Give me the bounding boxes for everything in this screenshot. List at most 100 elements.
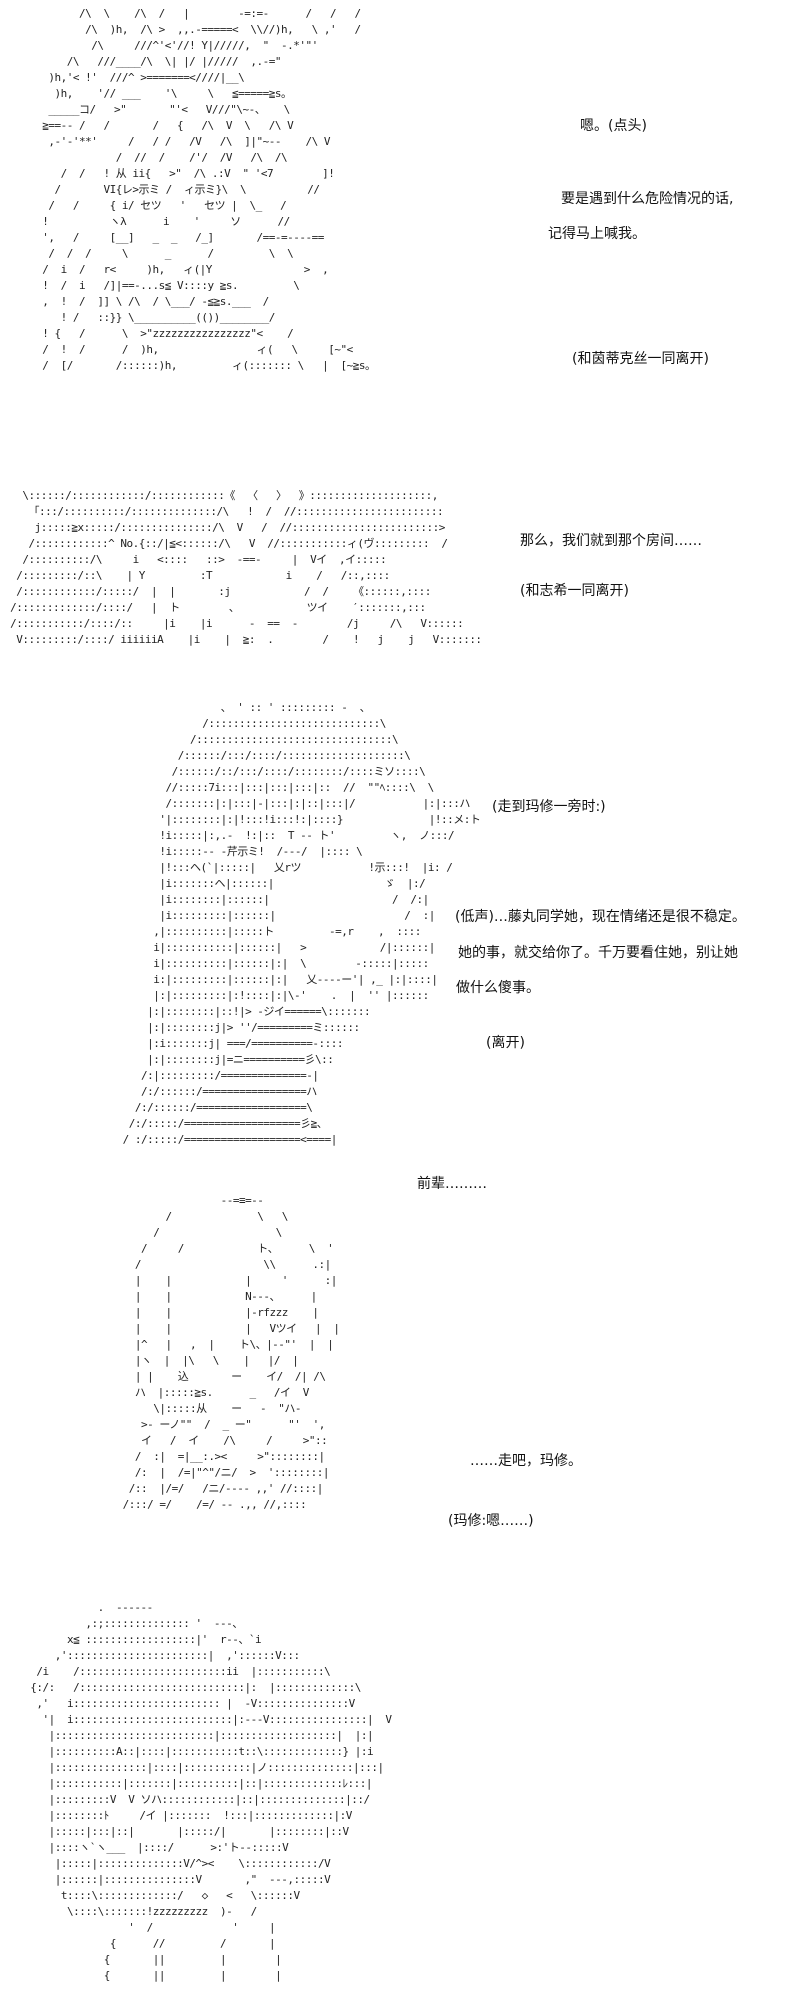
ascii-art-line: / i / r< )h, ィ(|Y > , — [30, 263, 329, 276]
dialogue-senpai: 前辈……… — [417, 1176, 487, 1192]
dialogue-whisper-line1: (低声)…藤丸同学她，现在情绪还是很不稳定。 — [455, 909, 746, 925]
ascii-art-line: /:::::::|:|:::|-|:::|:|::|:::|/ |:|:::ハ — [92, 797, 470, 810]
ascii-art-line: /:/::::::/=================ハ — [92, 1085, 317, 1098]
dialogue-mashu-reply: (玛修:嗯……) — [448, 1513, 534, 1529]
ascii-art-line: { // / | — [18, 1937, 276, 1950]
stage-direction-approach: (走到玛修一旁时:) — [492, 799, 606, 815]
ascii-art-panel-back: . ------ ,:;:::::::::::::: ' ---、 x≦ :::… — [18, 1600, 392, 1984]
ascii-art-line: ,:;:::::::::::::: ' ---、 — [18, 1617, 243, 1630]
ascii-art-line: イ / イ /\ / >":: — [92, 1434, 328, 1447]
ascii-art-line: / :| =|__:.>< >"::::::::| — [92, 1450, 325, 1463]
ascii-art-line: |:|:::::::::|:!::::|:|\-' . | '' |:::::: — [92, 989, 429, 1002]
ascii-art-line: ≧==-- / / / { /\ V \ /\ V — [30, 119, 294, 132]
ascii-art-line: >- ーノ"" / _ ー" "' ', — [92, 1418, 325, 1431]
ascii-art-line: '| i::::::::::::::::::::::::::|:---V::::… — [18, 1713, 392, 1726]
ascii-art-panel-hero: /\ \ /\ / | -=:=- / / / /\ )h, /\ > ,,.-… — [30, 6, 376, 374]
ascii-art-line: |::::::::::A::|::::|:::::::::::t::\:::::… — [18, 1745, 374, 1758]
ascii-art-line: |:::::|::::::::::::::V/^>< \::::::::::::… — [18, 1857, 331, 1870]
ascii-art-line: _____コ/ >" "'< V///"\~-、 \ — [30, 103, 290, 116]
ascii-art-line: {:/: /:::::::::::::::::::::::::::|: |:::… — [18, 1681, 361, 1694]
ascii-art-line: /\ )h, /\ > ,,.-=====< \\//)h, \ ,' / — [30, 23, 361, 36]
ascii-art-line: \::::::/::::::::::::/::::::::::::《 〈 〉 》… — [4, 489, 438, 502]
ascii-art-line: | | 込 ー イ/ /| /\ — [92, 1370, 326, 1383]
ascii-art-panel-mashu: --=≡=-- / \ \ / \ / / ト、 \ ' / \\ .:| | … — [92, 1193, 340, 1513]
dialogue-whisper-line3: 做什么傻事。 — [456, 980, 540, 996]
ascii-art-line: /::::::/::/:::/::::/::::::::/::::ミソ::::\ — [92, 765, 426, 778]
ascii-art-line: /:::::::::/::\ | Y :T i / /::,:::: — [4, 569, 390, 582]
ascii-art-line: ,-'-'**' / / / /V /\ ]|"~-- /\ V — [30, 135, 331, 148]
ascii-art-line: |:::::::::::::::|::::|:::::::::::|ノ:::::… — [18, 1761, 385, 1774]
ascii-art-line: /:/:::::/===================彡≧、 — [92, 1117, 328, 1130]
ascii-art-line: |:i:::::::j| ===/==========-:::: — [92, 1037, 344, 1050]
ascii-art-line: ,|::::::::::|:::::ト -=,r , :::: — [92, 925, 421, 938]
dialogue-warning-line1: 要是遇到什么危险情况的话, — [561, 191, 734, 207]
stage-direction-exit-index: (和茵蒂克丝一同离开) — [572, 351, 709, 367]
ascii-art-line: / \\ .:| — [92, 1258, 331, 1271]
ascii-art-line: '|::::::::|:|!:::!i:::!:|::::} |!::メ:ト — [92, 813, 481, 826]
ascii-art-line: /:::::::::::/::::/:: |i |i - == - /j /\ … — [4, 617, 464, 630]
ascii-art-panel-girl: \::::::/::::::::::::/::::::::::::《 〈 〉 》… — [4, 488, 482, 648]
ascii-art-line: /::::::::::/\ i <:::: ::> -==- | Vイ ,イ::… — [4, 553, 387, 566]
ascii-art-line: /i /::::::::::::::::::::::::ii |::::::::… — [18, 1665, 331, 1678]
ascii-art-line: /: | /=|"^"/ニ/ > '::::::::| — [92, 1466, 330, 1479]
ascii-art-line: |::::::::ﾄ /イ |::::::: !:::|::::::::::::… — [18, 1809, 353, 1822]
ascii-art-line: /::::::::::::^ No.{::/|≦<::::::/\ V //::… — [4, 537, 448, 550]
ascii-art-line: |:::::::::::|:::::::|::::::::::|::|:::::… — [18, 1777, 373, 1790]
ascii-art-line: / / ! 从 ii{ >" /\ .:V " '<7 ]! — [30, 167, 335, 180]
ascii-art-line: / / { i/ セツ ' セツ | \_ / — [30, 199, 287, 212]
ascii-art-line: | | | ' :| — [92, 1274, 338, 1287]
ascii-art-line: i|::::::::::|::::::|:| \ -:::::|::::: — [92, 957, 429, 970]
ascii-art-line: ,' i:::::::::::::::::::::::: | -V:::::::… — [18, 1697, 355, 1710]
ascii-art-line: /::::::::::::/:::::/ | | :j / / 《::::::,… — [4, 585, 431, 598]
ascii-art-line: |!:::ヘ(`|:::::| 乂rツ !示:::! |i: / — [92, 861, 453, 874]
ascii-art-line: / // / /'/ /V /\ /\ — [30, 151, 288, 164]
ascii-art-line: !i:::::-- -芹示ミ! /---/ |:::: \ — [92, 845, 363, 858]
ascii-art-line: /\ \ /\ / | -=:=- / / / — [30, 7, 361, 20]
ascii-art-line: |:|::::::::j|=ニ==========彡\:: — [92, 1053, 334, 1066]
ascii-art-line: /:::/ =/ /=/ -- .,, //,:::: — [92, 1498, 307, 1511]
ascii-art-line: \|:::::从 ー - "ハ- — [92, 1402, 302, 1415]
ascii-art-line: |i:::::::::|::::::| / :| — [92, 909, 435, 922]
ascii-art-line: / :/:::::/===================<====| — [92, 1133, 338, 1146]
ascii-art-line: |^ | , | ト\、|--"' | | — [92, 1338, 334, 1351]
ascii-art-line: j:::::≧x:::::/:::::::::::::::/\ V / //::… — [4, 521, 446, 534]
ascii-art-line: { || | | — [18, 1953, 282, 1966]
ascii-art-line: / / / \ _ / \ \ — [30, 247, 294, 260]
ascii-art-line: |ヽ | |\ \ | |/ | — [92, 1354, 299, 1367]
stage-direction-exit-shiki: (和志希一同离开) — [520, 583, 629, 599]
ascii-art-line: /:/::::::/==================\ — [92, 1101, 313, 1114]
ascii-art-panel-longhair: 、 ' :: ' ::::::::: - 、 /::::::::::::::::… — [92, 700, 481, 1148]
ascii-art-line: . ------ — [18, 1601, 154, 1614]
ascii-art-line: | | | Vツイ | | — [92, 1322, 340, 1335]
ascii-art-line: ! / i /]|==-...s≦ V::::y ≧s. \ — [30, 279, 300, 292]
ascii-art-line: |::::::::::::::::::::::::::|::::::::::::… — [18, 1729, 374, 1742]
dialogue-warning-line2: 记得马上喊我。 — [548, 226, 646, 242]
ascii-art-line: /::::::::::::::::::::::::::::::::\ — [92, 733, 399, 746]
ascii-art-line: ' / ' | — [18, 1921, 276, 1934]
ascii-art-line: { || | | — [18, 1969, 282, 1982]
ascii-art-line: |:|::::::::j|> ''/=========ミ:::::: — [92, 1021, 360, 1034]
ascii-art-line: i|:::::::::::|::::::| > /|::::::| — [92, 941, 435, 954]
dialogue-nod: 嗯。(点头) — [580, 118, 647, 134]
ascii-art-line: / VI{レ>示ミ / ィ示ミ}\ \ // — [30, 183, 320, 196]
ascii-art-line: ハ |:::::≧s. _ /イ V — [92, 1386, 310, 1399]
ascii-art-line: x≦ ::::::::::::::::::|' r--、`i — [18, 1633, 262, 1646]
ascii-art-line: \::::\:::::::!zzzzzzzzz )- / — [18, 1905, 257, 1918]
ascii-art-line: / \ \ — [92, 1210, 288, 1223]
ascii-art-line: , ! / ]] \ /\ / \___/ -≦≧s.___ / — [30, 295, 269, 308]
ascii-art-line: /:: |/=/ /ニ/---- ,,' //::::| — [92, 1482, 324, 1495]
ascii-art-line: |i:::::::ヘ|::::::| ゞ |:/ — [92, 877, 426, 890]
ascii-art-line: ', / [__] _ _ /_] /==-=----== — [30, 231, 324, 244]
ascii-art-line: ! { / \ >"zzzzzzzzzzzzzzzz"< / — [30, 327, 294, 340]
ascii-art-line: )h,'< !' ///^ >=======<////|__\ — [30, 71, 245, 84]
ascii-art-line: |:|::::::::|::!|> -ジイ======\::::::: — [92, 1005, 371, 1018]
ascii-art-line: / \ — [92, 1226, 282, 1239]
ascii-art-line: | | |-rfzzz | — [92, 1306, 319, 1319]
dialogue-lets-go: ……走吧，玛修。 — [470, 1453, 582, 1469]
ascii-art-line: )h, '// ___ '\ \ ≦=====≧s。 — [30, 87, 292, 100]
ascii-art-line: /\ ///____/\ \| |/ |///// ,.-=" — [30, 55, 282, 68]
ascii-art-line: t::::\:::::::::::::/ ◇ < \::::::V — [18, 1889, 300, 1902]
ascii-art-line: | | N---、 | — [92, 1290, 317, 1303]
ascii-art-line: |:::::::::V V ソハ::::::::::::|::|::::::::… — [18, 1793, 371, 1806]
ascii-art-line: / [/ /::::::)h, ィ(::::::: \ | [~≧s。 — [30, 359, 376, 372]
